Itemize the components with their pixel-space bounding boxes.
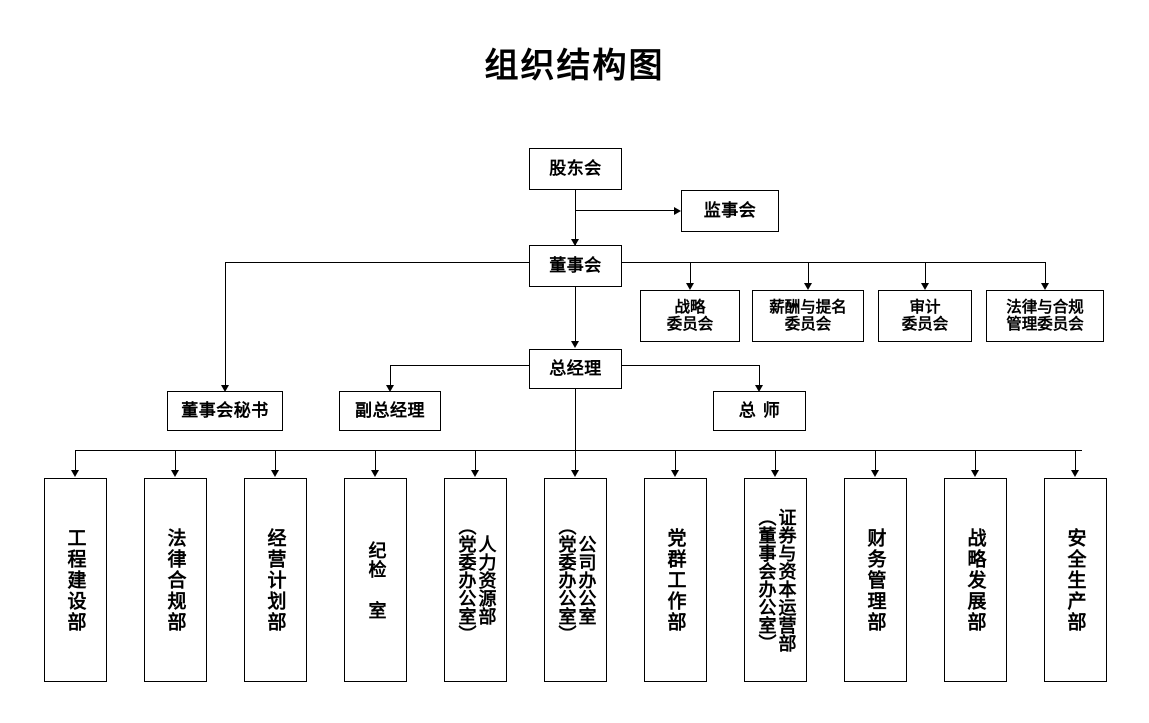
- connector-dept-drop-10: [975, 450, 977, 474]
- arrow-dept-8: [771, 470, 779, 477]
- arrow-dept-7: [671, 470, 679, 477]
- dept-box[interactable]: 财务管理部: [844, 478, 907, 682]
- arrow-dept-9: [871, 470, 879, 477]
- node-chief-engineer[interactable]: 总 师: [713, 391, 806, 431]
- dept-5-main-label: 人力资源部: [475, 535, 497, 625]
- dept-box[interactable]: 证券与资本运营部 （董事会办公室）: [744, 478, 807, 682]
- arrow-dept-3: [271, 470, 279, 477]
- arrow-committee-4: [1041, 283, 1049, 290]
- dept-box[interactable]: 人力资源部 （党委办公室）: [444, 478, 507, 682]
- arrow-committee-3: [921, 283, 929, 290]
- arrow-to-board: [570, 239, 579, 246]
- dept-8-main-label: 证券与资本运营部: [775, 508, 797, 652]
- connector-committee-drop-4: [1045, 262, 1047, 288]
- connector-committee-drop-1: [690, 262, 692, 288]
- dept-box[interactable]: 党群工作部: [644, 478, 707, 682]
- dept-11-main-label: 安全生产部: [1064, 527, 1087, 633]
- dept-box[interactable]: 安全生产部: [1044, 478, 1107, 682]
- connector-gm-left-bar: [390, 365, 530, 367]
- dept-box[interactable]: 战略发展部: [944, 478, 1007, 682]
- arrow-committee-2: [804, 283, 812, 290]
- dept-8-alt-label: （董事会办公室）: [755, 508, 777, 652]
- dept-2-main-label: 法律合规部: [164, 527, 187, 633]
- node-committee-audit[interactable]: 审计委员会: [878, 290, 972, 342]
- node-committee-remuneration-nomination[interactable]: 薪酬与提名委员会: [752, 290, 864, 342]
- dept-6-alt-label: （党委办公室）: [555, 517, 577, 643]
- connector-committee-drop-2: [808, 262, 810, 288]
- connector-dept-drop-5: [475, 450, 477, 474]
- node-board-secretary-label: 董事会秘书: [181, 401, 269, 421]
- committee-1-label: 战略委员会: [666, 298, 714, 333]
- node-board-label: 董事会: [549, 256, 602, 276]
- connector-deputy-gm-drop: [390, 365, 392, 390]
- dept-10-main-label: 战略发展部: [964, 527, 987, 633]
- arrow-dept-10: [971, 470, 979, 477]
- connector-dept-drop-4: [375, 450, 377, 474]
- node-deputy-general-manager[interactable]: 副总经理: [339, 391, 441, 431]
- node-board-of-directors[interactable]: 董事会: [529, 245, 622, 287]
- dept-1-main-label: 工程建设部: [64, 527, 87, 633]
- dept-5-alt-label: （党委办公室）: [455, 517, 477, 643]
- arrow-dept-6: [571, 470, 579, 477]
- connector-dept-drop-6: [575, 450, 577, 474]
- connector-board-left-bar: [225, 262, 530, 264]
- arrow-to-chief-engineer: [755, 385, 763, 392]
- connector-department-bar: [75, 450, 1082, 452]
- committee-3-label: 审计委员会: [901, 298, 949, 333]
- connector-chief-engineer-drop: [759, 365, 761, 390]
- arrow-dept-2: [171, 470, 179, 477]
- node-board-secretary[interactable]: 董事会秘书: [167, 391, 283, 431]
- arrow-dept-1: [71, 470, 79, 477]
- node-general-manager[interactable]: 总经理: [529, 349, 622, 389]
- connector-dept-drop-7: [675, 450, 677, 474]
- node-supervisors[interactable]: 监事会: [681, 190, 779, 232]
- committee-4-label: 法律与合规管理委员会: [1006, 298, 1084, 333]
- dept-box[interactable]: 经营计划部: [244, 478, 307, 682]
- connector-committee-bar: [621, 262, 1046, 264]
- connector-gm-to-departments: [575, 389, 577, 451]
- connector-shareholders-to-supervisors: [575, 210, 674, 212]
- dept-6-main-label: 公司办公室: [575, 535, 597, 625]
- dept-box[interactable]: 纪检 室: [344, 478, 407, 682]
- connector-dept-drop-8: [775, 450, 777, 474]
- node-shareholders[interactable]: 股东会: [529, 148, 622, 190]
- arrow-dept-11: [1071, 470, 1079, 477]
- dept-7-main-label: 党群工作部: [664, 527, 687, 633]
- arrow-to-supervisors: [674, 206, 681, 215]
- connector-board-to-gm: [575, 287, 577, 343]
- arrow-dept-4: [371, 470, 379, 477]
- dept-box[interactable]: 法律合规部: [144, 478, 207, 682]
- arrow-dept-5: [471, 470, 479, 477]
- node-supervisors-label: 监事会: [703, 201, 757, 221]
- arrow-committee-1: [686, 283, 694, 290]
- node-committee-legal-compliance[interactable]: 法律与合规管理委员会: [986, 290, 1104, 342]
- committee-2-label: 薪酬与提名委员会: [769, 298, 847, 333]
- connector-gm-right-bar: [621, 365, 760, 367]
- connector-dept-drop-3: [275, 450, 277, 474]
- node-deputy-gm-label: 副总经理: [355, 401, 425, 421]
- arrow-to-deputy-gm: [386, 385, 394, 392]
- dept-box[interactable]: 工程建设部: [44, 478, 107, 682]
- page-title: 组织结构图: [484, 46, 665, 86]
- node-shareholders-label: 股东会: [549, 159, 602, 179]
- dept-box[interactable]: 公司办公室 （党委办公室）: [544, 478, 607, 682]
- node-chief-engineer-label: 总 师: [738, 401, 781, 421]
- node-committee-strategy[interactable]: 战略委员会: [640, 290, 740, 342]
- connector-board-secretary-drop: [225, 262, 227, 390]
- dept-4-main-label: 纪检 室: [365, 540, 387, 620]
- dept-9-main-label: 财务管理部: [864, 527, 887, 633]
- arrow-to-board-secretary: [221, 385, 229, 392]
- node-general-manager-label: 总经理: [549, 359, 602, 379]
- connector-committee-drop-3: [925, 262, 927, 288]
- connector-dept-drop-11: [1075, 450, 1077, 474]
- connector-shareholders-stem: [575, 190, 577, 245]
- arrow-to-general-manager: [570, 341, 579, 348]
- connector-dept-drop-9: [875, 450, 877, 474]
- connector-dept-drop-1: [75, 450, 77, 474]
- connector-dept-drop-2: [175, 450, 177, 474]
- dept-3-main-label: 经营计划部: [264, 527, 287, 633]
